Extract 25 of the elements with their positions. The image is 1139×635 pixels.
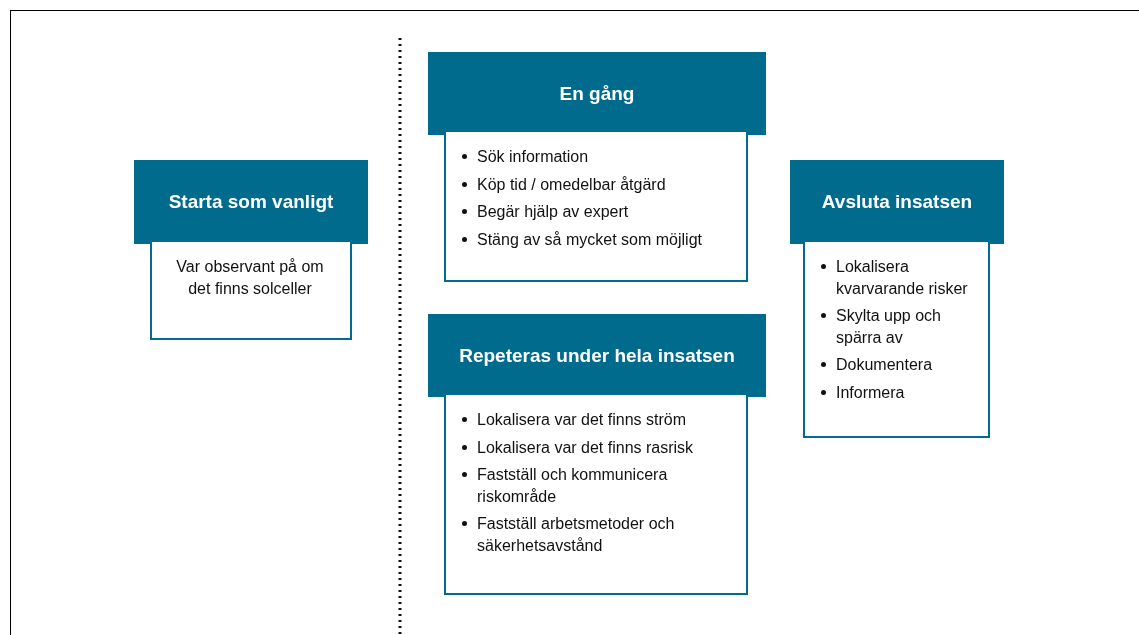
heading: En gång bbox=[558, 82, 636, 105]
bullet-item: Sök information bbox=[477, 147, 589, 167]
bullet-item: Skylta upp och spärra av bbox=[836, 306, 942, 348]
header-band bbox=[790, 160, 1004, 244]
content-box bbox=[803, 240, 990, 438]
header-band bbox=[428, 314, 766, 397]
bullet-item: Fastställ arbetsmetoder och säkerhetsavstånd bbox=[477, 514, 676, 556]
bullet-item: Informera bbox=[836, 382, 905, 403]
content-box bbox=[444, 130, 748, 282]
bullet-item: Fastställ och kommunicera riskområde bbox=[477, 465, 669, 507]
bullet-item: Dokumentera bbox=[836, 355, 933, 376]
bullet-item: Lokalisera var det finns rasrisk bbox=[477, 437, 694, 458]
header-band bbox=[134, 160, 368, 244]
heading: Avsluta insatsen bbox=[820, 191, 974, 213]
bullet-item: Köp tid / omedelbar åtgärd bbox=[477, 174, 666, 195]
heading: Starta som vanligt bbox=[167, 191, 335, 213]
heading: Repeteras under hela insatsen bbox=[458, 344, 736, 367]
content-box bbox=[150, 240, 352, 340]
bullet-item: Lokalisera kvarvarande risker bbox=[836, 257, 969, 299]
body-text: Var observant på om det finns solceller bbox=[175, 257, 325, 300]
bullet-item: Lokalisera var det finns ström bbox=[477, 410, 686, 430]
header-band bbox=[428, 52, 766, 135]
bullet-item: Stäng av så mycket som möjligt bbox=[477, 229, 702, 250]
content-box bbox=[444, 393, 748, 595]
bullet-item: Begär hjälp av expert bbox=[477, 202, 629, 223]
